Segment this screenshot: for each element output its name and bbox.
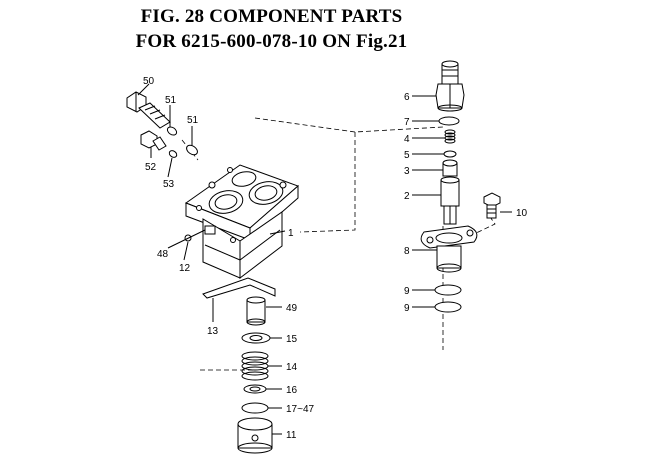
part-9-o-ring-lower (434, 301, 462, 313)
callout-52: 52 (145, 162, 157, 173)
callout-9-lower: 9 (404, 303, 410, 314)
part-13-wire-spring (202, 277, 276, 299)
callout-11: 11 (286, 430, 297, 441)
part-8-flange-sleeve (420, 225, 478, 273)
part-53-washer (168, 150, 178, 158)
part-4-spring (444, 129, 456, 144)
callout-50: 50 (143, 76, 155, 87)
callout-13: 13 (207, 326, 219, 337)
part-9-o-ring-upper (434, 284, 462, 296)
part-51-gasket-upper (166, 126, 178, 136)
part-11-tappet (237, 417, 273, 454)
callout-3: 3 (404, 166, 410, 177)
callout-16: 16 (286, 385, 298, 396)
callout-6: 6 (404, 92, 410, 103)
callout-7: 7 (404, 117, 410, 128)
callout-4: 4 (404, 134, 410, 145)
part-2-plunger-barrel (440, 176, 460, 225)
part-50-banjo-bolt (126, 91, 171, 129)
part-17-47-shim (241, 402, 269, 414)
callout-12: 12 (179, 263, 191, 274)
callout-14: 14 (286, 362, 298, 373)
part-10-bolt (483, 192, 501, 219)
callout-2: 2 (404, 191, 410, 202)
part-6-delivery-valve-holder (435, 60, 465, 112)
callout-1: 1 (288, 228, 294, 239)
callout-48: 48 (157, 249, 169, 260)
part-3-delivery-valve (442, 159, 458, 177)
part-49-sleeve (246, 296, 266, 326)
callout-15: 15 (286, 334, 298, 345)
part-51-gasket-lower (186, 144, 198, 156)
part-14-spring (241, 351, 269, 381)
part-7-o-ring (438, 116, 460, 126)
callout-labels: 50 51 51 52 53 1 48 12 13 49 15 14 16 17… (143, 76, 528, 441)
callout-51-lower: 51 (187, 115, 199, 126)
leader-lines (137, 83, 512, 435)
callout-8: 8 (404, 246, 410, 257)
part-1-pump-housing (184, 164, 299, 280)
callout-10: 10 (516, 208, 528, 219)
part-16-seat (243, 384, 267, 394)
part-15-seat (241, 332, 271, 344)
figure-title-line2: FOR 6215-600-078-10 ON Fig.21 (135, 31, 408, 52)
callout-49: 49 (286, 303, 298, 314)
part-5-gasket (443, 150, 457, 158)
callout-9-upper: 9 (404, 286, 410, 297)
callout-5: 5 (404, 150, 410, 161)
figure-title-line1: FIG. 28 COMPONENT PARTS (140, 6, 403, 27)
callout-53: 53 (163, 179, 175, 190)
callout-17-47: 17~47 (286, 404, 315, 415)
part-52-plug (140, 130, 167, 151)
callout-51-upper: 51 (165, 95, 177, 106)
